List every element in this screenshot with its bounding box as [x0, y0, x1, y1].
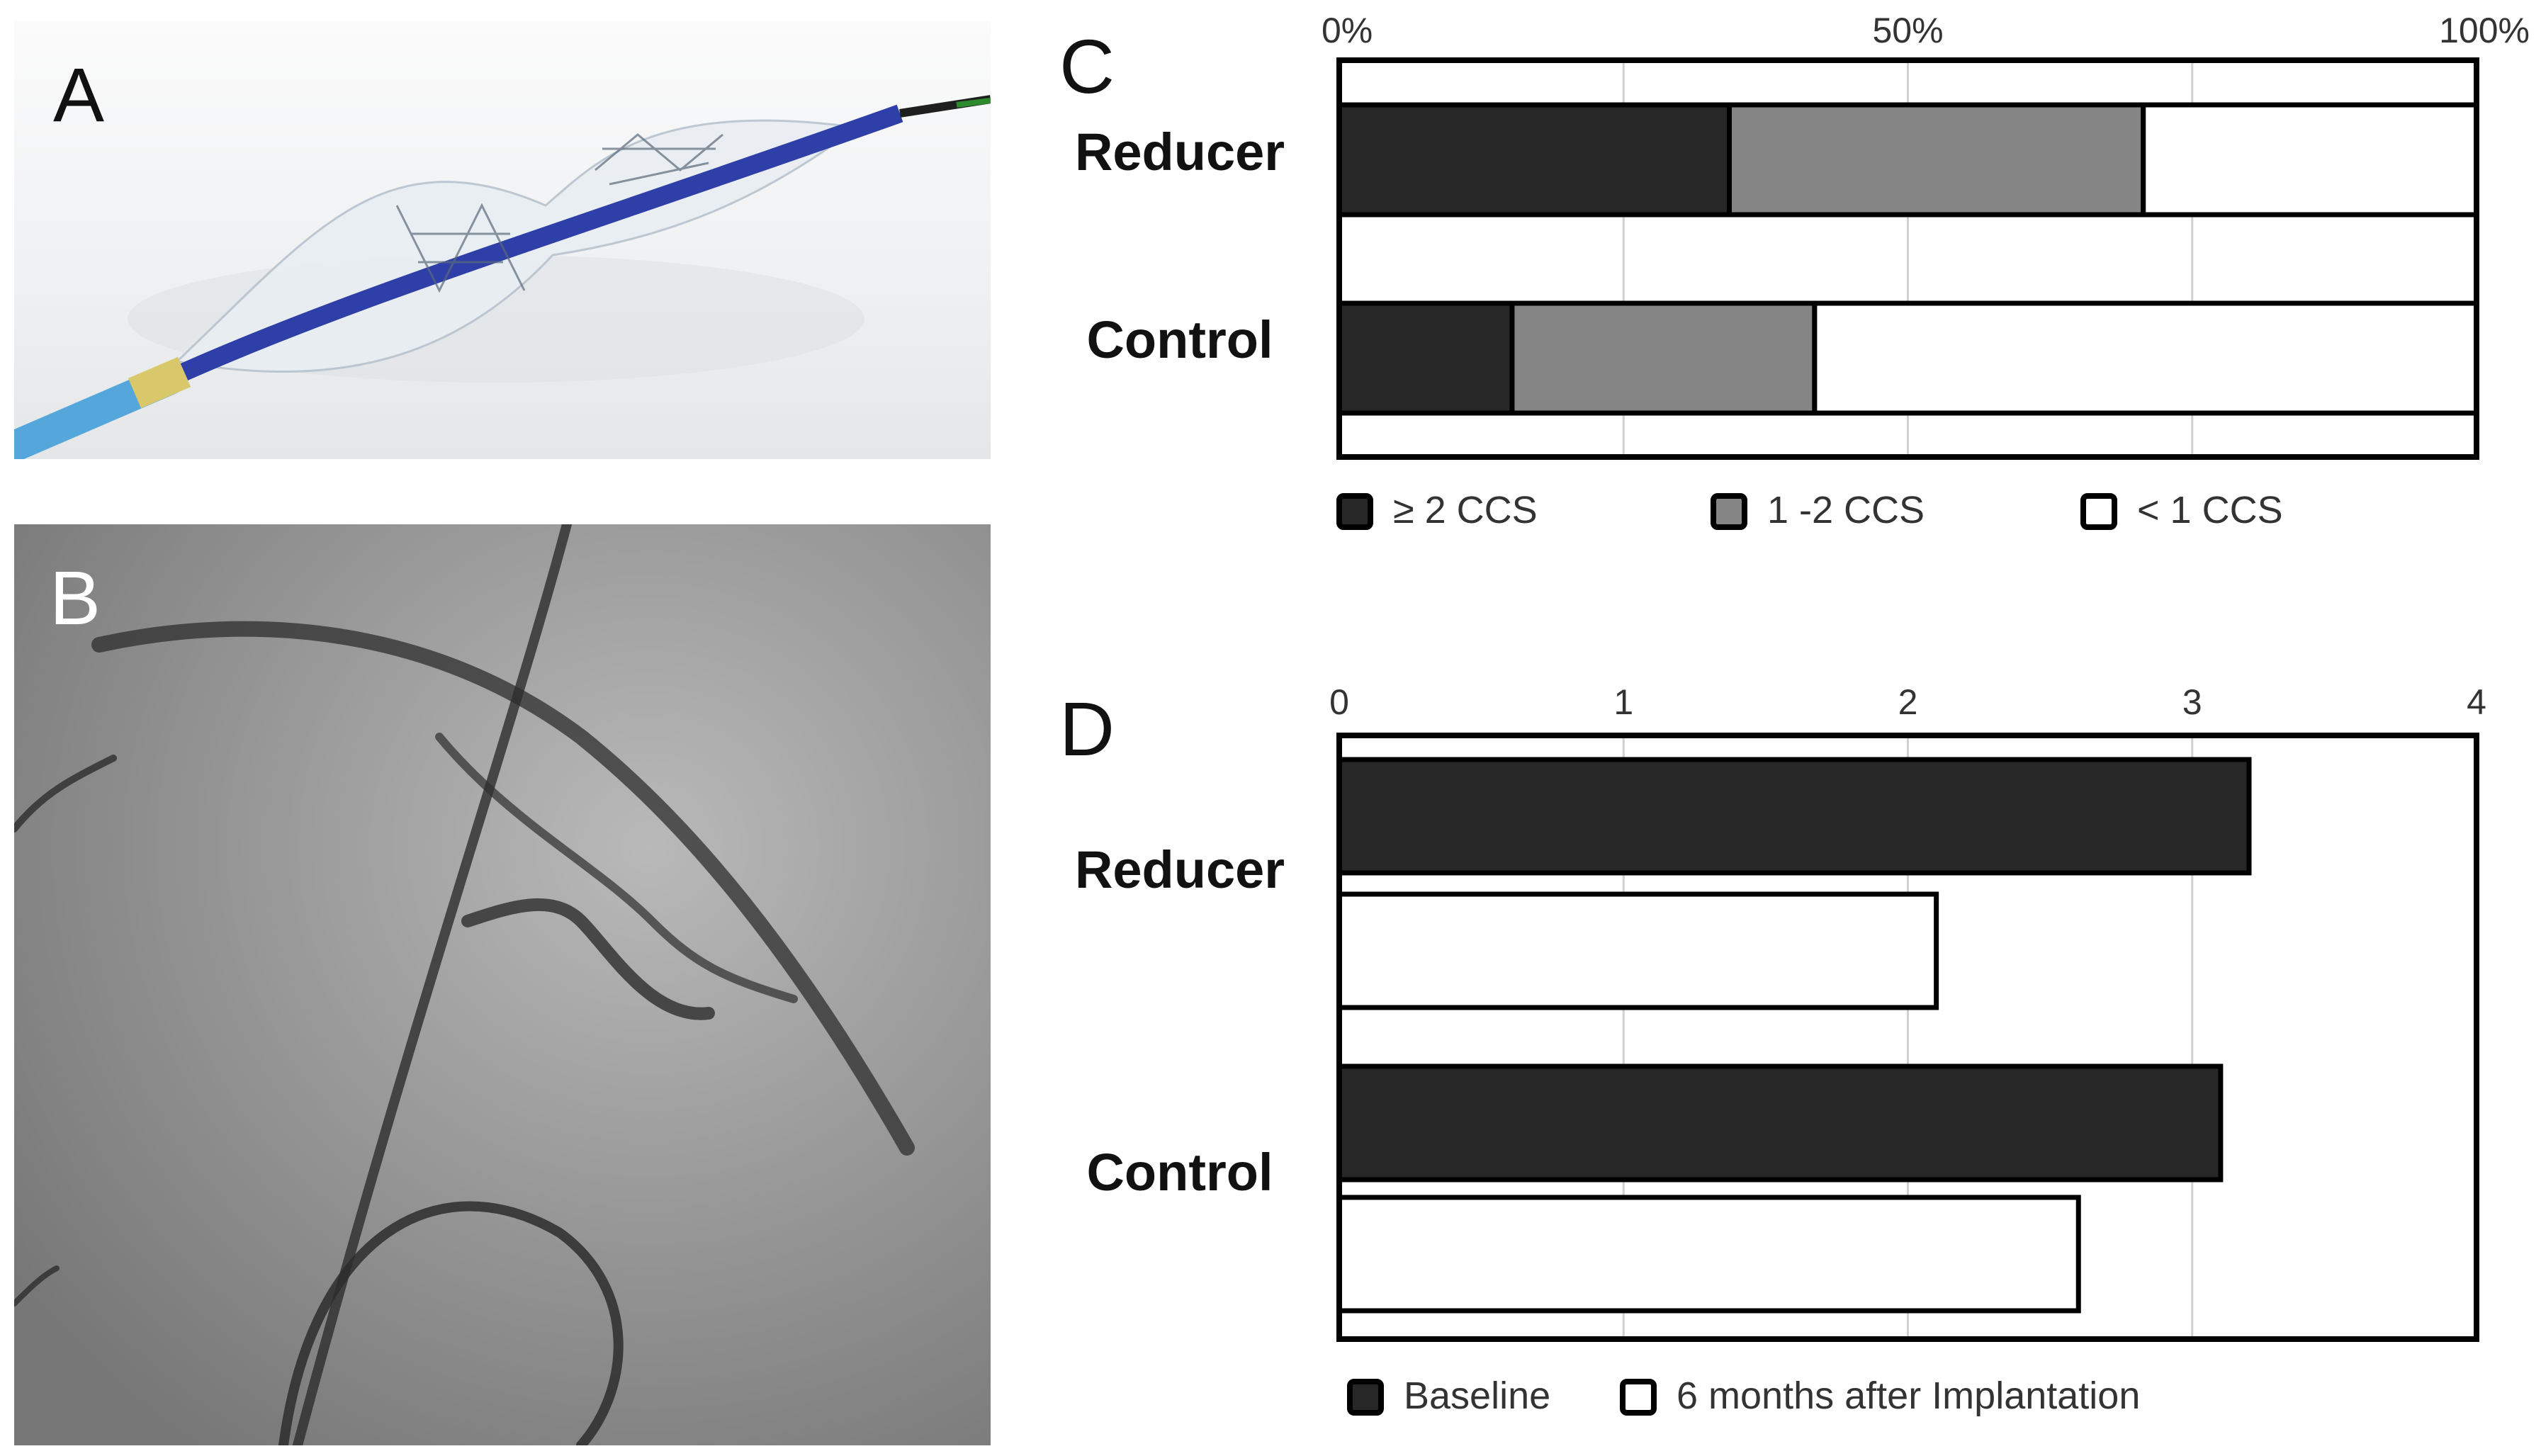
legend-swatch-6-months-after-implantation — [1620, 1379, 1657, 1416]
chart-c-tick-label: 0% — [1322, 11, 1373, 50]
chart-c-frame — [1336, 57, 2479, 460]
bar-reducer-1-2-ccs — [1727, 102, 2146, 218]
reducer-device-illustration — [14, 95, 991, 459]
chart-d-tick-label: 3 — [2182, 682, 2202, 722]
legend-swatch-1-2-ccs — [1711, 493, 1747, 530]
angiography-illustration — [14, 524, 991, 1445]
bar-control-baseline — [1336, 1063, 2224, 1183]
legend-swatch-1-ccs — [2080, 493, 2117, 530]
bar-reducer-baseline — [1336, 757, 2252, 876]
panel-label-a: A — [53, 52, 105, 137]
chart-d-frame — [1336, 733, 2479, 1342]
chart-d-tick-label: 4 — [2467, 682, 2486, 722]
legend-label-baseline: Baseline — [1404, 1375, 1550, 1417]
reducer-device-image — [14, 21, 991, 459]
chart-d-tick-label: 0 — [1329, 682, 1349, 722]
chart-d-category-label: Reducer — [1075, 840, 1285, 899]
legend-label-6-months-after-implantation: 6 months after Implantation — [1677, 1375, 2140, 1417]
chart-c-tick-label: 50% — [1872, 11, 1943, 50]
legend-label-2-ccs: ≥ 2 CCS — [1393, 489, 1538, 531]
chart-d-tick-label: 1 — [1613, 682, 1633, 722]
chart-c-category-label: Control — [1086, 310, 1273, 369]
bar-reducer-1-ccs — [2141, 102, 2479, 218]
legend-label-1-ccs: < 1 CCS — [2137, 489, 2283, 531]
panel-label-c: C — [1059, 23, 1115, 109]
legend-label-1-2-ccs: 1 -2 CCS — [1767, 489, 1925, 531]
legend-swatch-2-ccs — [1336, 493, 1373, 530]
bar-control-6-months-after-implantation — [1336, 1195, 2081, 1314]
bar-reducer-6-months-after-implantation — [1336, 891, 1939, 1010]
panel-label-d: D — [1059, 686, 1115, 772]
chart-c-category-label: Reducer — [1075, 123, 1285, 181]
chart-d-tick-label: 2 — [1898, 682, 1918, 722]
legend-swatch-baseline — [1347, 1379, 1384, 1416]
chart-c-tick-label: 100% — [2439, 11, 2530, 50]
bar-control-1-2-ccs — [1509, 300, 1818, 416]
bar-control-1-ccs — [1812, 300, 2479, 416]
chart-d-category-label: Control — [1086, 1143, 1273, 1202]
angiography-image — [14, 524, 991, 1445]
panel-label-b: B — [50, 555, 101, 640]
